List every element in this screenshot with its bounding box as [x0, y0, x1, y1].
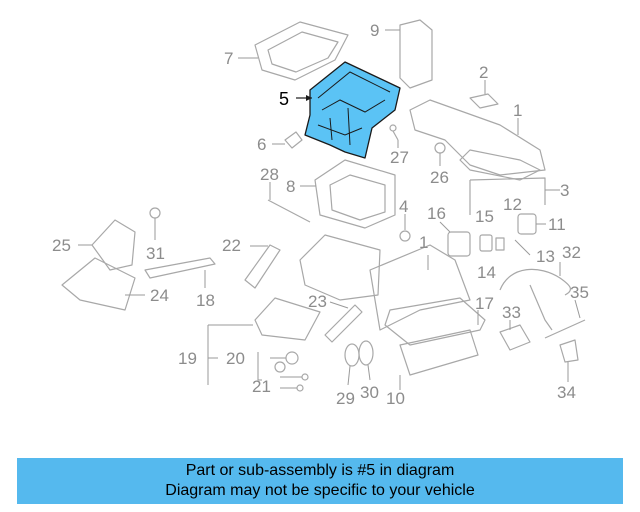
banner-line-1: Part or sub-assembly is #5 in diagram — [185, 462, 455, 479]
callout-7: 7 — [224, 49, 233, 68]
part-32-harness — [499, 262, 572, 331]
callout-16: 16 — [427, 204, 446, 223]
callout-26: 26 — [430, 168, 449, 187]
parts-diagram: 7 9 2 5 1 6 27 26 3 28 8 4 16 15 12 11 1… — [52, 19, 589, 408]
part-15-actuator — [479, 234, 493, 252]
callout-31: 31 — [146, 244, 165, 263]
part-1-duct — [409, 99, 546, 215]
callout-23: 23 — [308, 292, 327, 311]
part-28-rod — [267, 182, 311, 223]
part-9-panel — [385, 19, 433, 89]
callout-32: 32 — [562, 243, 581, 262]
part-31-screw — [149, 207, 161, 240]
part-6-clip — [272, 131, 303, 149]
callout-11: 11 — [548, 215, 566, 234]
part-23-seal — [324, 301, 363, 343]
callout-9: 9 — [370, 21, 379, 40]
part-22-seal — [244, 244, 281, 289]
callout-4: 4 — [399, 197, 408, 216]
part-14-clip — [495, 237, 505, 251]
part-13-clip — [514, 239, 531, 256]
part-7-filter-frame — [238, 21, 349, 81]
part-29-grommet — [344, 343, 360, 386]
callout-18: 18 — [196, 291, 215, 310]
part-18-trim — [144, 257, 216, 288]
part-26-grommet — [434, 142, 446, 166]
callout-15: 15 — [475, 207, 494, 226]
banner-line-2: Diagram may not be specific to your vehi… — [165, 482, 475, 499]
callout-29: 29 — [336, 389, 355, 408]
callout-1: 1 — [513, 101, 522, 120]
callout-22: 22 — [222, 236, 241, 255]
callout-19: 19 — [178, 349, 197, 368]
callout-8: 8 — [286, 177, 295, 196]
callout-21: 21 — [252, 377, 271, 396]
part-10-evaporator — [399, 329, 479, 390]
callout-27: 27 — [390, 148, 409, 167]
callout-5: 5 — [279, 89, 289, 109]
part-17-heater-core — [384, 297, 486, 346]
part-19-filter-cover — [207, 297, 321, 385]
callout-24: 24 — [150, 286, 169, 305]
part-33-connector — [499, 320, 531, 351]
callout-25: 25 — [52, 236, 71, 255]
callout-33: 33 — [502, 303, 521, 322]
part-27-screw — [389, 124, 399, 148]
callout-12: 12 — [503, 195, 522, 214]
part-2-bracket — [469, 80, 499, 109]
callout-1b: 1 — [419, 233, 428, 252]
part-5-highlighted-housing — [296, 61, 401, 159]
callout-14: 14 — [477, 263, 496, 282]
part-lower-case — [299, 234, 471, 331]
part-35-rod — [544, 299, 586, 339]
part-4-screw — [399, 214, 411, 242]
part-25-bracket — [78, 219, 136, 271]
callout-17: 17 — [475, 294, 494, 313]
callout-28: 28 — [260, 165, 279, 184]
info-banner: Part or sub-assembly is #5 in diagram Di… — [17, 458, 623, 504]
callout-35: 35 — [570, 283, 589, 302]
callout-2: 2 — [479, 63, 488, 82]
callout-34: 34 — [557, 383, 576, 402]
part-16-motor — [439, 221, 471, 257]
callout-10: 10 — [386, 389, 405, 408]
callout-3: 3 — [560, 181, 569, 200]
part-20-clip — [270, 351, 299, 373]
callout-20: 20 — [226, 349, 245, 368]
part-21-screws — [280, 373, 309, 392]
part-8-blower-housing — [300, 159, 396, 229]
callout-6: 6 — [257, 135, 266, 154]
part-34-clip — [559, 339, 579, 382]
callout-13: 13 — [536, 247, 555, 266]
part-30-grommet — [358, 340, 374, 381]
callout-30: 30 — [360, 383, 379, 402]
part-24-tray — [61, 257, 145, 311]
part-11-actuator — [517, 213, 546, 235]
